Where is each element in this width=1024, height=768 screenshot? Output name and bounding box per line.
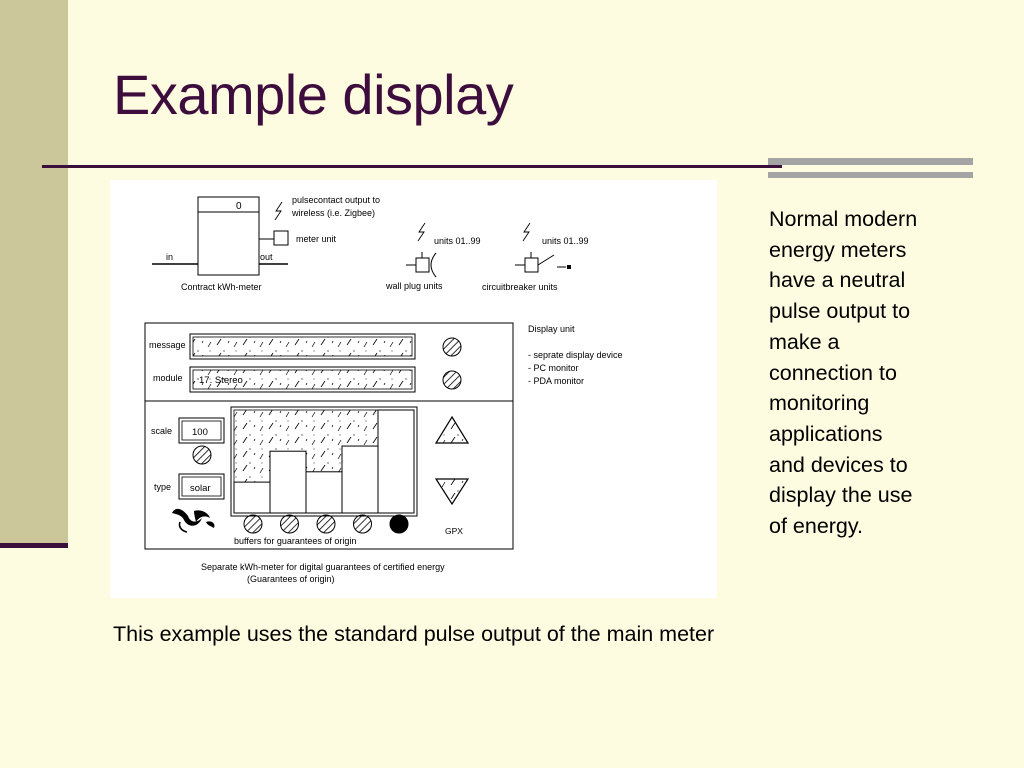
display-unit-notes: Display unit - seprate display device - … (528, 324, 623, 386)
slide-caption: This example uses the standard pulse out… (113, 622, 715, 646)
wall-plug-units: units 01..99 (434, 236, 481, 246)
buffer-bars (233, 409, 415, 514)
scale-knob-icon (192, 445, 212, 465)
contract-meter: 0 in out Contract kWh-meter meter unit p… (152, 195, 380, 292)
display-unit-item-3: - PDA monitor (528, 376, 584, 386)
pulse-label-2: wireless (i.e. Zigbee) (291, 208, 375, 218)
buffer-knob-icon (353, 514, 372, 534)
scale-value: 100 (192, 427, 208, 438)
type-label: type (154, 482, 171, 492)
buffer-bar (305, 471, 343, 514)
diagram-footer-1: Separate kWh-meter for digital guarantee… (201, 562, 445, 572)
side-description: Normal modern energy meters have a neutr… (769, 207, 918, 539)
sidebar-accent-line (0, 543, 68, 548)
module-field (192, 369, 413, 390)
scale-field (181, 420, 222, 441)
buffer-knob-icon (280, 514, 299, 534)
display-unit-item-2: - PC monitor (528, 363, 579, 373)
gpx-label: GPX (445, 526, 463, 536)
module-knob-icon (442, 370, 462, 390)
meter-out-label: out (260, 252, 273, 262)
message-label: message (149, 340, 186, 350)
breaker-label: circuitbreaker units (482, 282, 558, 292)
buffers-label: buffers for guarantees of origin (234, 536, 356, 546)
meter-unit-label: meter unit (296, 234, 337, 244)
module-label: module (153, 373, 183, 383)
message-field (192, 336, 413, 357)
title-rule-bar-top (768, 158, 973, 165)
diagram-footer-2: (Guarantees of origin) (247, 574, 335, 584)
buffer-knob-icon (389, 514, 409, 534)
pulse-lightning-icon (274, 201, 283, 221)
meter-unit-box (273, 230, 289, 246)
switch-lever-icon (537, 254, 555, 266)
title-rule-bar-bottom (768, 172, 973, 178)
breaker-lightning-icon (522, 222, 531, 242)
buffer-bar (341, 445, 379, 514)
scale-label: scale (151, 426, 172, 436)
circuitbreaker-unit: units 01..99 circuitbreaker units (482, 222, 589, 292)
wall-plug-lightning-icon (417, 222, 426, 242)
buffer-bar (269, 450, 307, 514)
display-unit-title: Display unit (528, 324, 575, 334)
display-panel: message module 17. Stereo scale 100 type… (144, 322, 514, 550)
buffer-bar (233, 481, 271, 514)
buffer-knobs (243, 514, 409, 534)
meter-in-label: in (166, 252, 173, 262)
diagram-svg: 0 in out Contract kWh-meter meter unit p… (144, 195, 623, 584)
meter-name: Contract kWh-meter (181, 282, 262, 292)
scale-down-arrow-icon (434, 478, 470, 506)
display-unit-item-1: - seprate display device (528, 350, 623, 360)
buffer-knob-icon (316, 514, 336, 534)
pulse-label-1: pulsecontact output to (292, 195, 380, 205)
wall-plug-unit: units 01..99 wall plug units (385, 222, 481, 291)
title-rule (42, 165, 782, 168)
message-knob-icon (442, 337, 462, 357)
sidebar-band (0, 0, 68, 545)
wall-plug-label: wall plug units (385, 281, 443, 291)
buffer-knob-icon (243, 514, 263, 534)
diagram-image: 0 in out Contract kWh-meter meter unit p… (110, 180, 717, 598)
buffer-bar (377, 409, 415, 514)
module-value: 17. Stereo (199, 375, 243, 386)
logo-swirl-icon (172, 508, 215, 533)
breaker-units: units 01..99 (542, 236, 589, 246)
plug-socket-icon (430, 252, 437, 278)
type-field (181, 476, 222, 497)
meter-counter: 0 (236, 201, 242, 212)
scale-up-arrow-icon (434, 415, 470, 444)
slide-title: Example display (113, 63, 514, 126)
type-value: solar (190, 483, 211, 494)
